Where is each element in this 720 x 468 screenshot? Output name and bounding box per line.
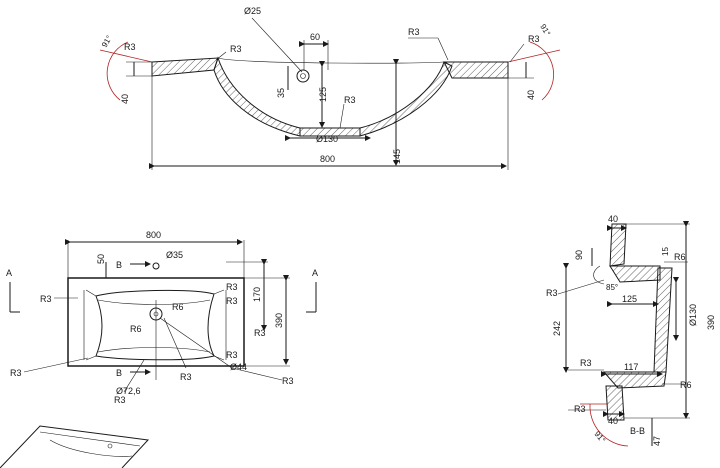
bowl-outline (95, 289, 215, 361)
bb-foot40: 40 (608, 416, 618, 426)
r3-right-inner: R3 (408, 27, 420, 37)
overflow-hole (296, 69, 310, 83)
bb-r3-bl: R3 (580, 358, 592, 368)
plan-r6-left: R6 (130, 324, 142, 334)
bb-r6-top: R6 (674, 252, 686, 262)
bb-dia130: Ø130 (688, 304, 698, 326)
bb-inner125: 125 (622, 294, 637, 304)
plan-view: 800 50 B Ø35 A A R3 R3 R3 R3 R3 R3 R3 R3… (6, 230, 318, 405)
angle91-left: 91° (100, 34, 114, 49)
offset60-label: 60 (310, 32, 320, 42)
plan-r3-bm: R3 (180, 372, 192, 382)
bowl-left-wall (213, 56, 301, 137)
lip40-left: 40 (120, 94, 130, 104)
plan-r3-left: R3 (40, 294, 52, 304)
plan-r3-rb: R3 (226, 350, 238, 360)
plan-r3-rm: R3 (226, 296, 238, 306)
height145: 145 (392, 149, 402, 164)
bb-r3-left: R3 (546, 288, 558, 298)
lip40-right: 40 (526, 90, 536, 100)
left-lip (151, 57, 219, 77)
angle91-right: 91° (538, 23, 552, 38)
drain130: Ø130 (316, 134, 338, 144)
bowl-h170: 170 (252, 287, 262, 302)
drain-dia44: Ø44 (230, 362, 247, 372)
r3-bottom: R3 (344, 95, 356, 105)
depth125: 125 (318, 87, 328, 102)
bb-title: B-B (630, 426, 645, 436)
tap-hole (152, 262, 160, 270)
section-a-right: A (312, 268, 318, 278)
bb-total390: 390 (706, 315, 716, 330)
front-section-view: Ø25 60 R3 R3 R3 R3 R3 91° 91° 40 40 35 1… (99, 6, 561, 170)
section-b-top: B (116, 260, 122, 270)
bb-top40: 40 (608, 214, 618, 224)
bb-bottom117: 117 (624, 362, 638, 372)
bb-angle85: 85° (606, 283, 618, 292)
r3-left-outer: R3 (124, 42, 136, 52)
depth390: 390 (274, 313, 284, 328)
plan-r6-top: R6 (172, 302, 184, 312)
bb-angle91: 91° (592, 430, 607, 445)
plan-r3-bl: R3 (10, 368, 22, 378)
r3-left-inner: R3 (230, 44, 242, 54)
bb-h90: 90 (574, 250, 584, 260)
plan-r3-tr: R3 (226, 282, 238, 292)
bb-r3-foot: R3 (574, 404, 586, 414)
plan-r3-rl: R3 (254, 328, 266, 338)
bb-foot47: 47 (652, 436, 662, 446)
outlet-dia72: Ø72,6 (116, 386, 141, 396)
width800-plan: 800 (146, 230, 161, 240)
plan-r3-small: R3 (114, 395, 126, 405)
bb-h242: 242 (552, 321, 562, 336)
section-b-bottom: B (116, 368, 122, 378)
plan-r3-br: R3 (282, 376, 294, 386)
height35: 35 (276, 88, 286, 98)
bowl-right-wall (359, 61, 453, 137)
dia25-label: Ø25 (244, 6, 261, 16)
bb-step15: 15 (661, 247, 670, 256)
r3-right-outer: R3 (528, 34, 540, 44)
right-lip (443, 61, 509, 79)
tap-offset50: 50 (96, 254, 106, 264)
isometric-preview (0, 425, 150, 468)
tap-dia35: Ø35 (166, 250, 183, 260)
bb-r6-br: R6 (680, 380, 692, 390)
width800-top: 800 (320, 154, 335, 164)
section-bb-view: 40 90 15 R6 R3 85° 125 Ø130 390 242 R3 1… (546, 214, 716, 447)
section-a-left: A (6, 268, 12, 278)
